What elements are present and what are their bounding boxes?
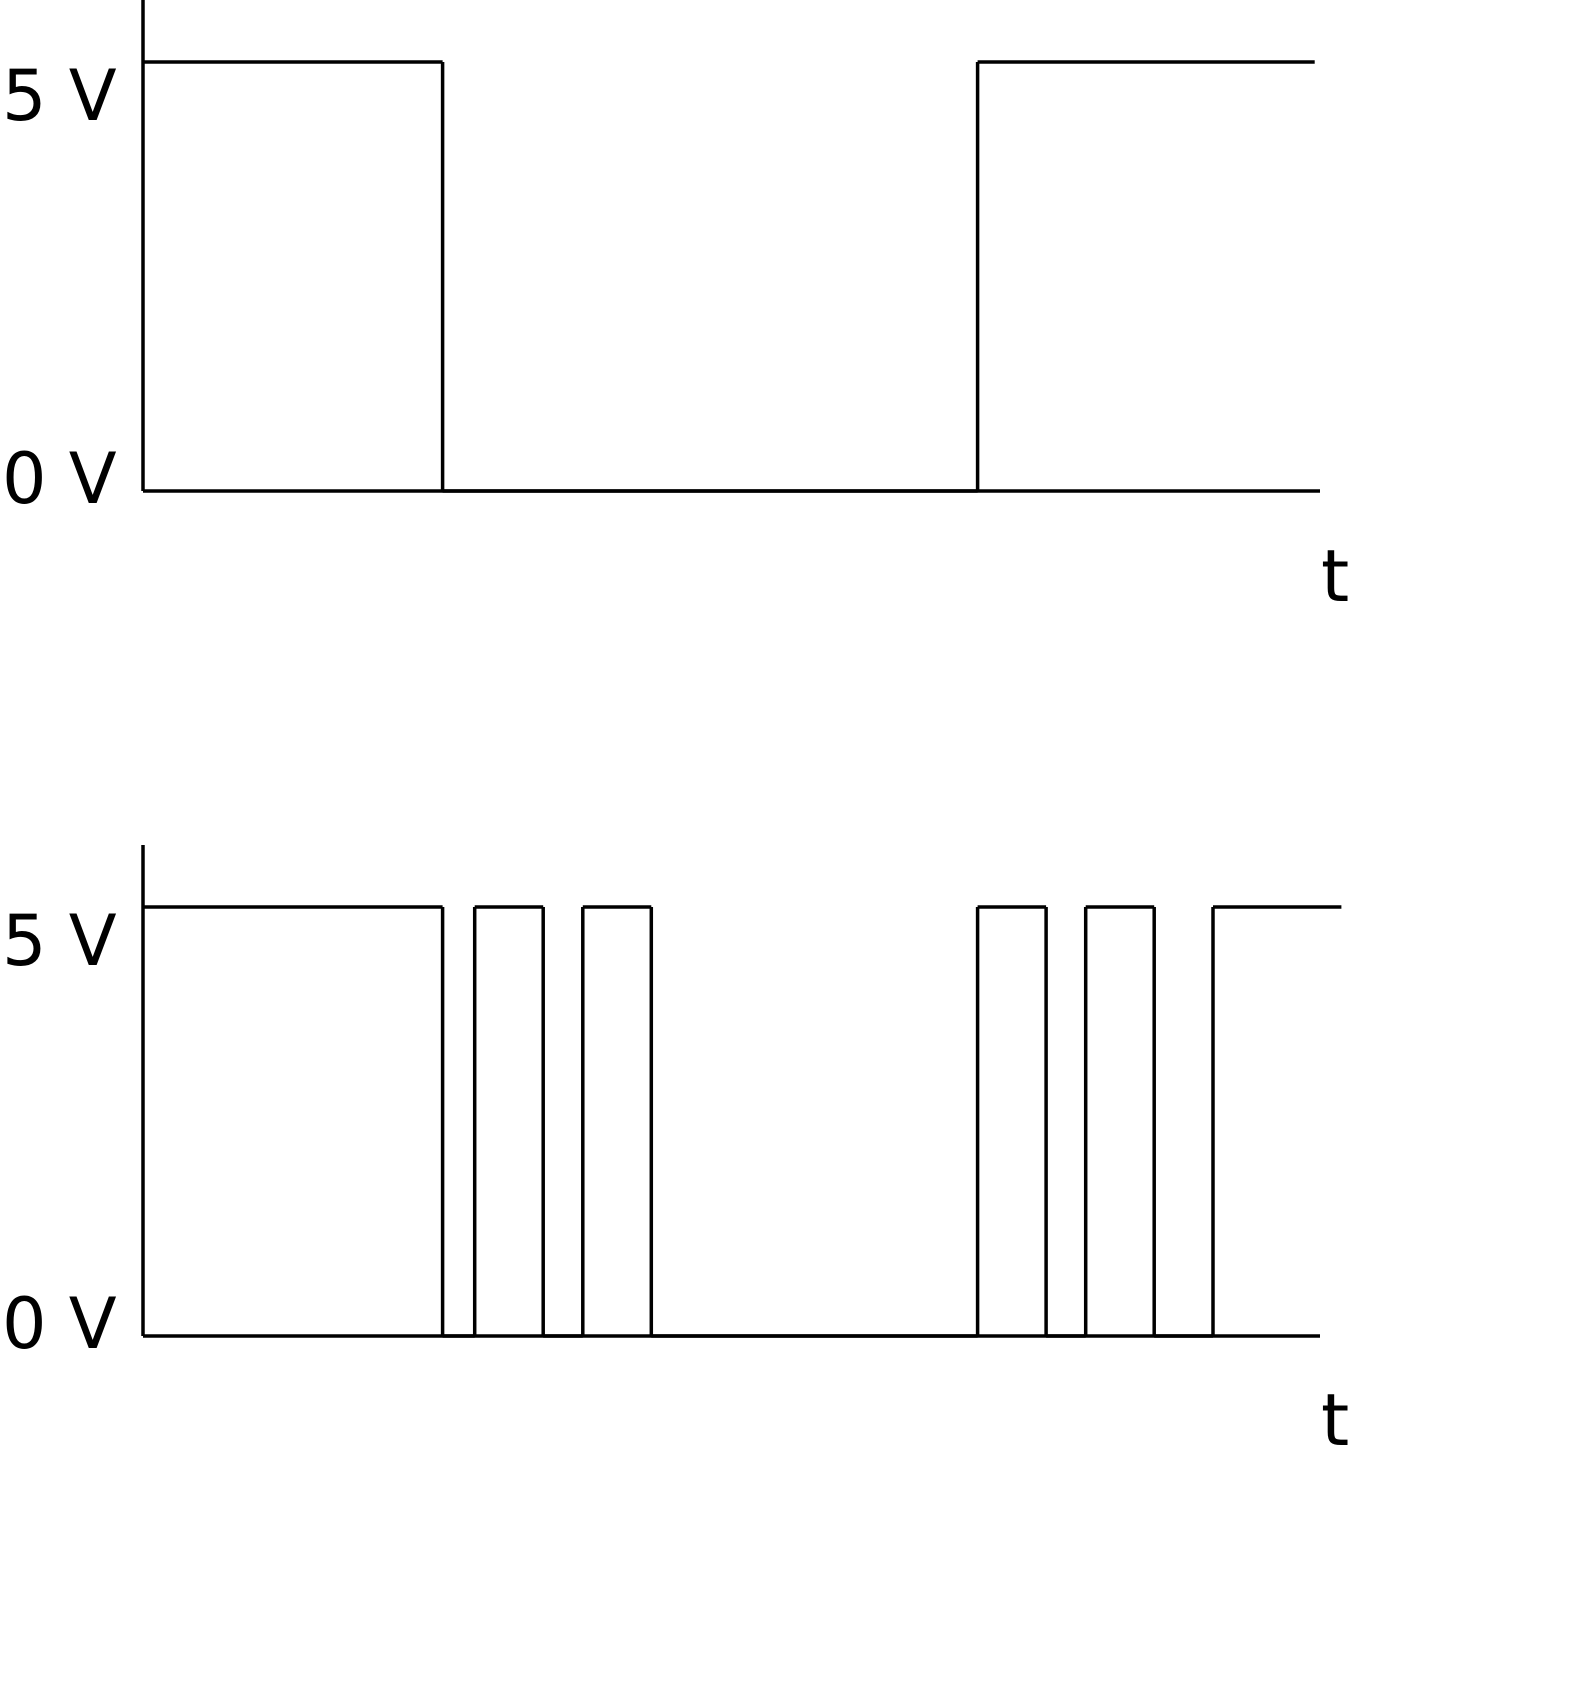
top-x-axis-label: t	[1321, 534, 1349, 618]
top-tick-label-0v: 0 V	[2, 438, 117, 520]
bottom-tick-label-5v: 5 V	[2, 900, 117, 982]
bottom-signal-series	[143, 905, 1342, 1338]
bottom-tick-label-0v: 0 V	[2, 1283, 117, 1365]
top-waveform-panel: 5 V 0 V t	[2, 0, 1349, 618]
bottom-x-axis-label: t	[1321, 1378, 1349, 1462]
top-tick-label-5v: 5 V	[2, 55, 117, 137]
top-signal-series	[143, 60, 1315, 493]
bottom-waveform-panel: 5 V 0 V t	[2, 845, 1349, 1462]
